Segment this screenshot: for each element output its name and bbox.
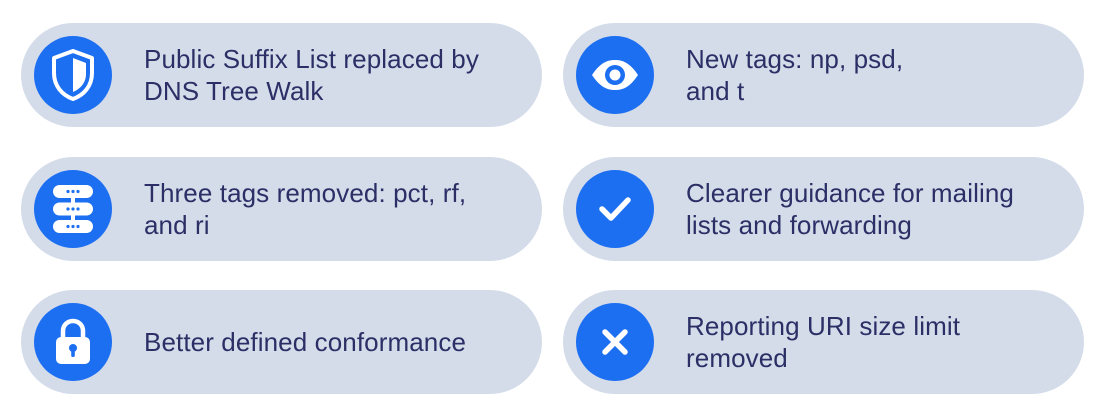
feature-text: Three tags removed: pct, rf, and ri <box>144 178 467 240</box>
feature-card-new-tags: New tags: np, psd, and t <box>563 23 1084 127</box>
feature-text: Clearer guidance for mailing lists and f… <box>686 178 1014 240</box>
shield-icon <box>34 36 112 114</box>
feature-card-tags-removed: Three tags removed: pct, rf, and ri <box>21 157 542 261</box>
eye-icon <box>576 36 654 114</box>
server-stack-icon <box>34 170 112 248</box>
close-x-icon <box>576 303 654 381</box>
feature-card-public-suffix: Public Suffix List replaced by DNS Tree … <box>21 23 542 127</box>
checkmark-icon <box>576 170 654 248</box>
feature-text: New tags: np, psd, and t <box>686 44 904 106</box>
feature-card-conformance: Better defined conformance <box>21 290 542 394</box>
feature-text: Better defined conformance <box>144 327 467 357</box>
feature-card-uri-limit: Reporting URI size limit removed <box>563 290 1084 394</box>
padlock-icon <box>34 303 112 381</box>
feature-card-guidance: Clearer guidance for mailing lists and f… <box>563 157 1084 261</box>
feature-text: Public Suffix List replaced by DNS Tree … <box>144 44 479 106</box>
feature-text: Reporting URI size limit removed <box>686 311 961 373</box>
